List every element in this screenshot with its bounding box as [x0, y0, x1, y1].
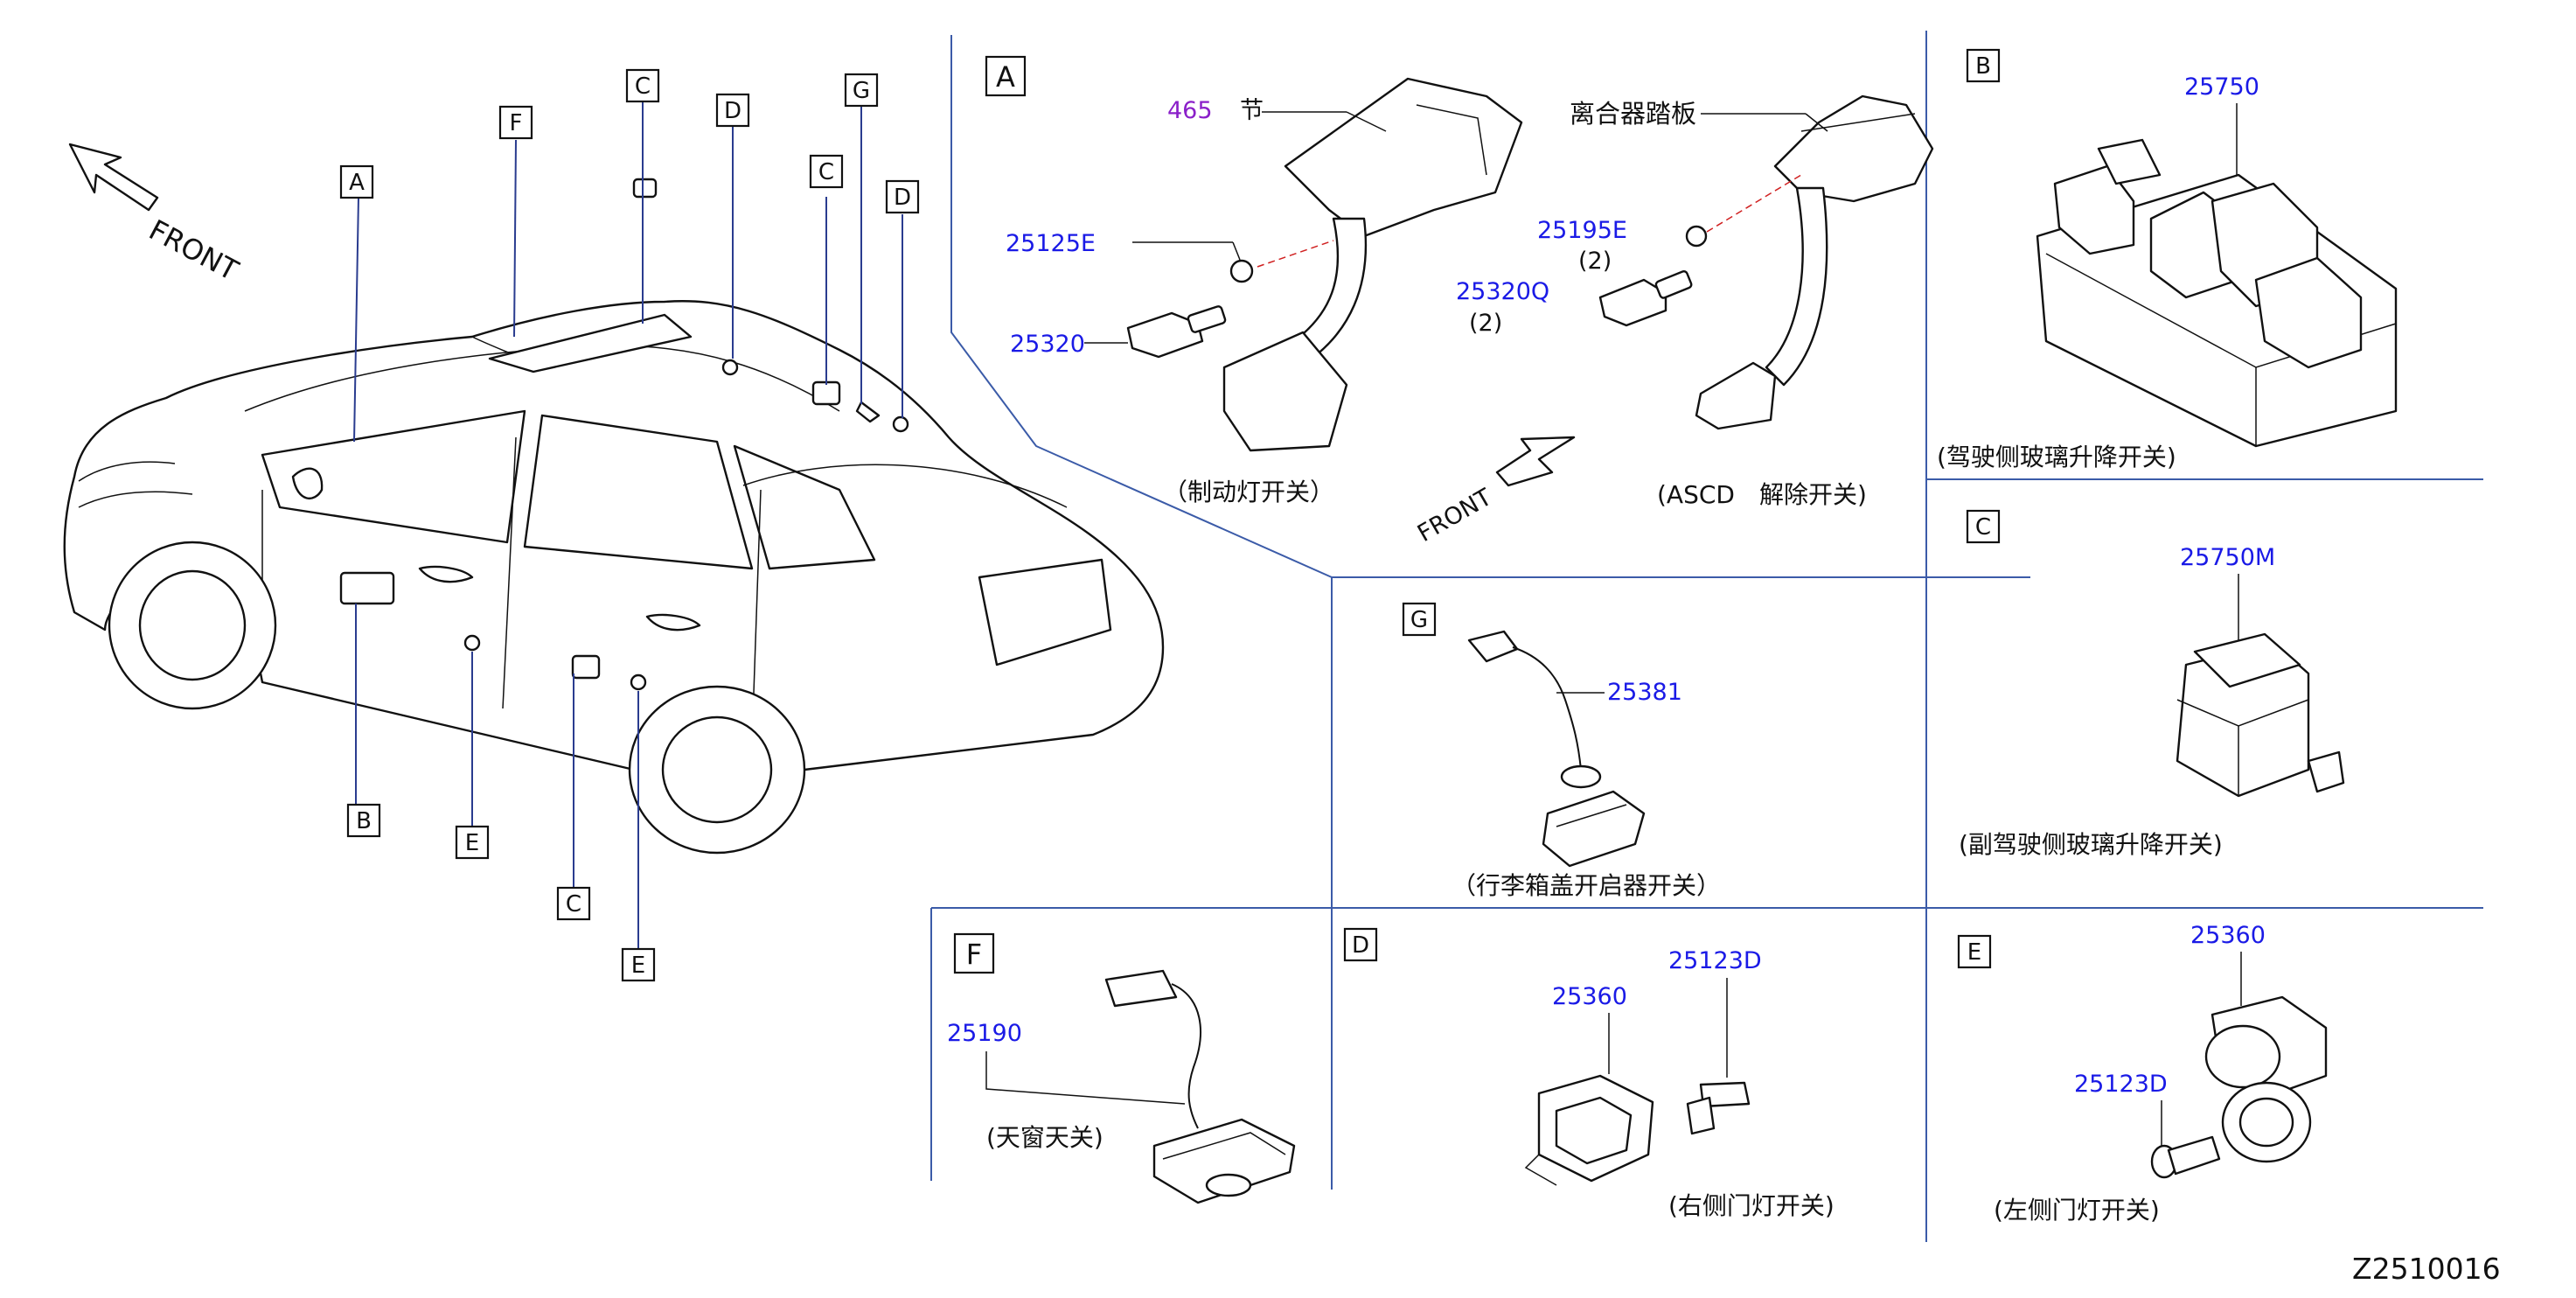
part-465: 465: [1167, 97, 1213, 124]
panel-c: C 25750M (副驾驶侧玻璃升降开关): [1959, 509, 2345, 859]
trunk-opener-switch: [1542, 790, 1646, 868]
part-25195e: 25195E: [1537, 217, 1627, 244]
callout-a-overview: A: [339, 164, 374, 199]
car-illustration: [63, 178, 1165, 855]
part-25195e-nut: [1685, 225, 1708, 248]
panel-f: F 25190 (天窗天关): [947, 932, 1296, 1204]
callout-d-overview-1: D: [715, 93, 750, 128]
panel-d-caption: (右侧门灯开关): [1668, 1191, 1835, 1220]
callout-e-overview-2: E: [621, 947, 656, 982]
part-465-desc: 节: [1240, 97, 1264, 124]
svg-text:E: E: [631, 953, 645, 979]
callout-c-overview-2: C: [809, 154, 844, 189]
svg-text:G: G: [853, 78, 870, 104]
svg-text:C: C: [566, 891, 581, 918]
callout-d-overview-2: D: [885, 179, 920, 214]
svg-text:D: D: [894, 185, 911, 211]
panel-e: E 25360 25123D (左侧门灯开关): [1957, 922, 2328, 1225]
panel-e-caption: (左侧门灯开关): [1994, 1196, 2160, 1225]
panel-a: A 465 节 25125E 25320 25195E (2) 2: [985, 55, 1934, 548]
brake-pedal-bracket: [1284, 77, 1523, 238]
part-25360-left: 25360: [2190, 922, 2266, 949]
panel-d: D 25360 25123D (右侧门灯开关): [1343, 927, 1835, 1220]
part-25320q: 25320Q: [1456, 278, 1549, 305]
panel-d-letter: D: [1352, 932, 1369, 959]
panel-c-caption: (副驾驶侧玻璃升降开关): [1959, 830, 2223, 859]
brake-pedal-pad: [1222, 331, 1348, 452]
panel-b-letter: B: [1975, 53, 1991, 80]
panel-a-caption-right: (ASCD 解除开关): [1657, 480, 1867, 509]
overview-callouts: A F C D G C D B E C E: [339, 68, 920, 982]
callout-c-overview-3: C: [556, 886, 591, 921]
sunroof-switch: [1152, 1118, 1296, 1204]
callout-c-overview-1: C: [625, 68, 660, 103]
part-25190: 25190: [947, 1020, 1022, 1047]
panel-g-letter: G: [1410, 607, 1428, 633]
clutch-pedal-arm: [1765, 186, 1828, 387]
clutch-pedal-label: 离合器踏板: [1570, 99, 1696, 129]
front-label-overview: FRONT: [143, 213, 244, 288]
panel-dividers: [930, 31, 2483, 1242]
overview-leaders: [353, 101, 903, 949]
svg-text:A: A: [349, 170, 365, 196]
panel-b-caption: (驾驶侧玻璃升降开关): [1937, 443, 2176, 471]
part-25125e: 25125E: [1006, 230, 1096, 257]
part-25381: 25381: [1607, 679, 1682, 706]
part-25320-switch: [1126, 311, 1204, 359]
panel-g: G 25381 （行李箱盖开启器开关）: [1402, 602, 1721, 900]
part-25123d-left: 25123D: [2074, 1071, 2168, 1098]
trunk-opener-connector: [1467, 630, 1519, 663]
callout-g-overview: G: [844, 73, 879, 108]
part-25750m: 25750M: [2180, 544, 2275, 571]
clutch-pedal-pad: [1695, 361, 1777, 430]
callout-b-overview: B: [346, 803, 381, 838]
front-arrow-overview: FRONT: [68, 143, 244, 288]
svg-text:C: C: [635, 73, 651, 100]
part-25320q-switch: [1598, 278, 1667, 327]
svg-text:F: F: [510, 110, 523, 136]
panel-e-letter: E: [1967, 939, 1981, 966]
part-25320q-qty: (2): [1469, 310, 1502, 337]
panel-f-letter: F: [966, 938, 982, 971]
svg-text:C: C: [818, 159, 834, 185]
panel-c-letter: C: [1975, 514, 1991, 541]
front-label-panel-a: FRONT: [1413, 484, 1497, 548]
part-25123d-right: 25123D: [1668, 947, 1762, 974]
part-25125e-nut: [1229, 259, 1254, 283]
svg-text:B: B: [356, 808, 372, 834]
diagram-id: Z2510016: [2352, 1252, 2501, 1286]
svg-text:E: E: [465, 830, 479, 856]
sunroof-connector: [1104, 969, 1178, 1008]
svg-text:D: D: [724, 98, 741, 124]
panel-g-caption: （行李箱盖开启器开关）: [1452, 871, 1721, 900]
part-25195e-qty: (2): [1578, 248, 1612, 275]
front-arrow-panel-a: FRONT: [1413, 436, 1576, 548]
callout-f-overview: F: [498, 105, 533, 140]
part-25750: 25750: [2184, 73, 2259, 101]
panel-a-letter: A: [996, 60, 1015, 94]
clutch-pedal-bracket: [1773, 94, 1934, 203]
panel-b: B 25750 (驾驶侧玻璃升降开关): [1937, 48, 2398, 471]
part-25320: 25320: [1010, 331, 1085, 358]
panel-f-caption: (天窗天关): [986, 1123, 1104, 1152]
callout-e-overview-1: E: [455, 825, 490, 860]
panel-a-caption-left: （制动灯开关）: [1163, 478, 1334, 506]
part-25360-right: 25360: [1552, 983, 1627, 1010]
